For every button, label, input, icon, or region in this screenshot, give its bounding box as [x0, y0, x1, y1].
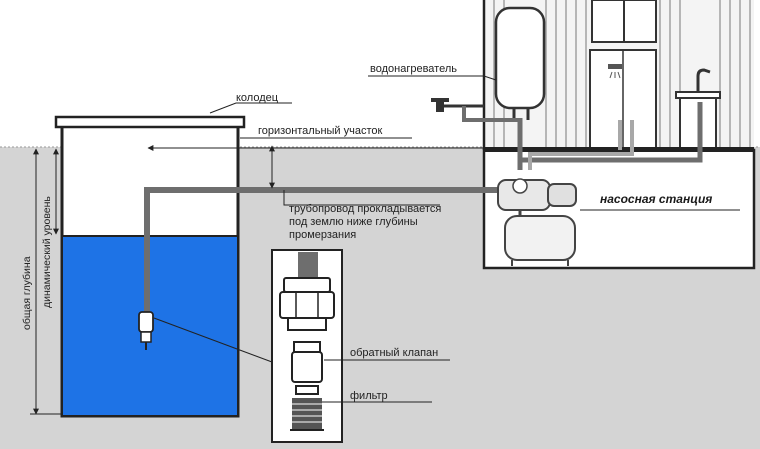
pump-station [497, 178, 577, 266]
water-heater [494, 6, 546, 120]
dimension-lines [30, 145, 484, 415]
label-pump-station: насосная станция [600, 192, 712, 206]
shower-cabin [589, 49, 657, 151]
label-horizontal-section: горизонтальный участок [258, 125, 383, 137]
leader-lines [153, 75, 740, 403]
submersible-check-valve [138, 311, 154, 350]
house-supply-pipes [462, 102, 703, 170]
label-pipeline-line2: под землю ниже глубины [289, 216, 418, 228]
label-dynamic-level: динамический уровень [41, 196, 53, 308]
label-pipeline-line1: трубопровод прокладывается [289, 203, 441, 215]
label-water-heater: водонагреватель [370, 63, 457, 75]
label-check-valve: обратный клапан [350, 347, 438, 359]
suction-pipe [144, 187, 500, 314]
outdoor-faucet [431, 98, 484, 112]
label-total-depth: общая глубина [21, 256, 33, 330]
well-cap [54, 115, 246, 129]
label-pipeline-line3: промерзания [289, 229, 356, 241]
label-well: колодец [236, 92, 279, 104]
window [591, 0, 657, 43]
valve-detail-inset [271, 249, 343, 443]
label-filter: фильтр [350, 390, 388, 402]
